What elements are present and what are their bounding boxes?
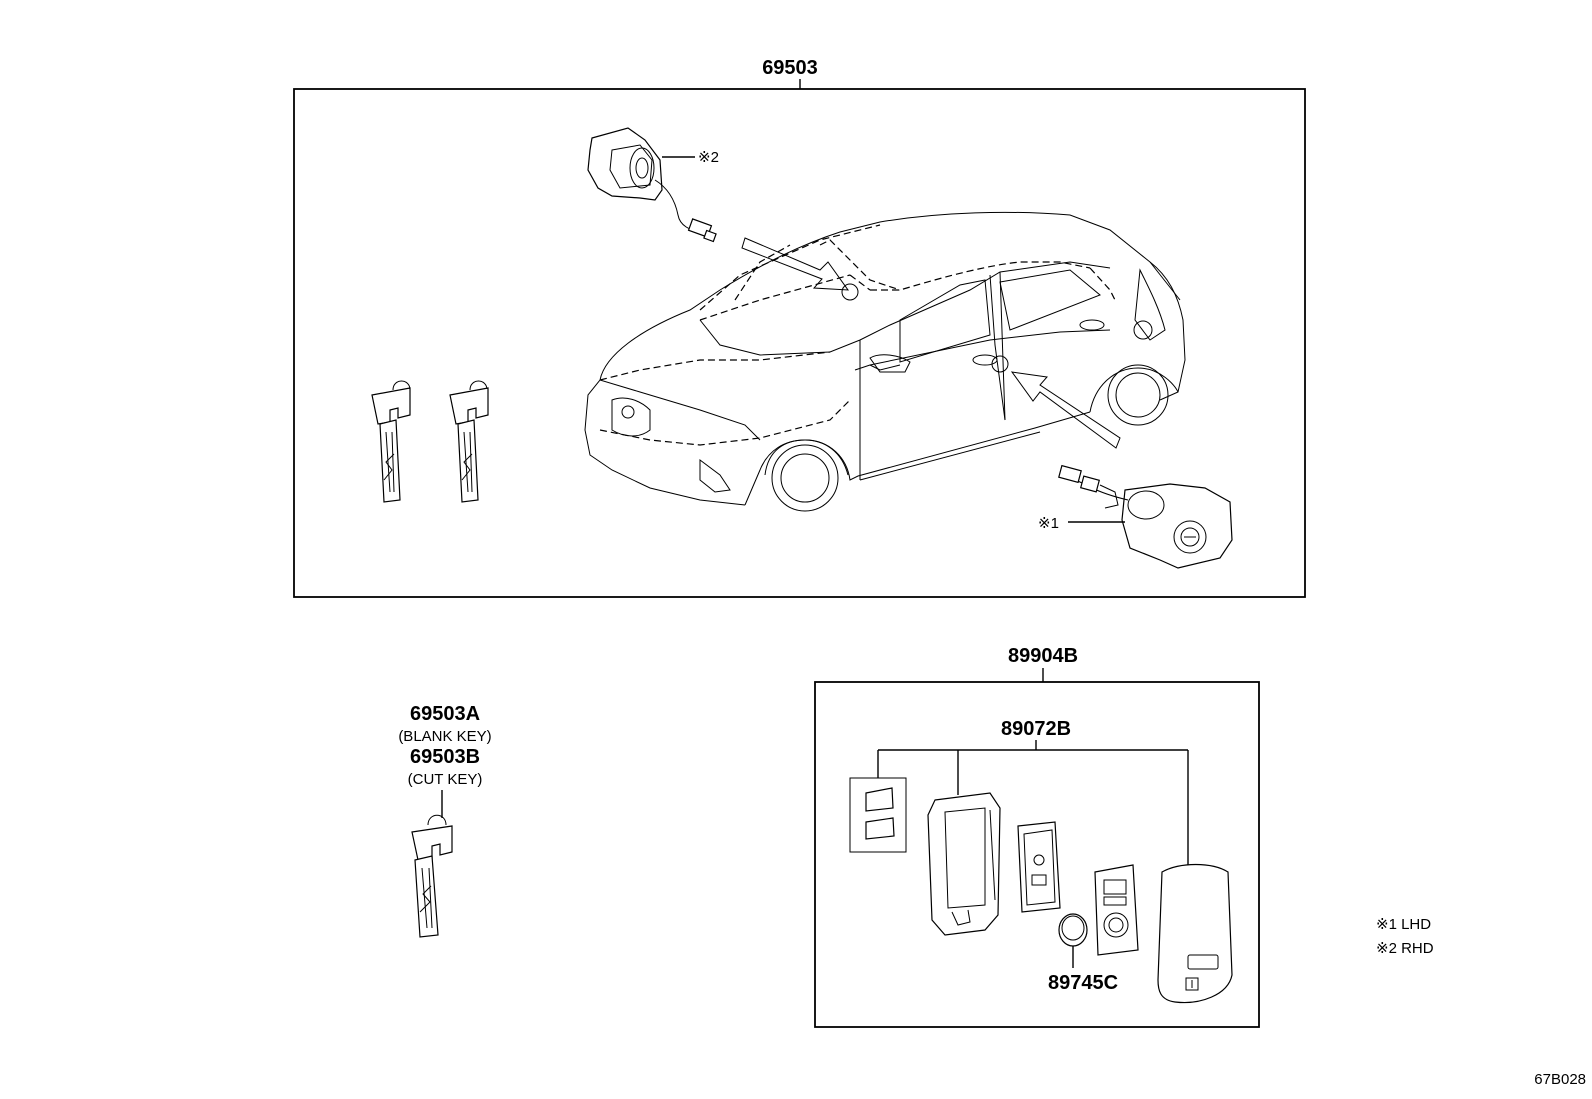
- blank-key-desc: (BLANK KEY): [398, 728, 491, 745]
- transmitter-housing-label[interactable]: 89072B: [1001, 718, 1071, 740]
- key-right[interactable]: [449, 380, 489, 503]
- battery-label[interactable]: 89745C: [1048, 972, 1118, 994]
- lock-set-frame: [293, 88, 1306, 598]
- rhd-mark: ※2: [698, 149, 719, 166]
- lock-set-group: 69503: [293, 57, 1306, 598]
- legend: ※1 LHD ※2 RHD: [1376, 916, 1434, 957]
- rhd-lock-cylinder[interactable]: ※2: [587, 127, 719, 243]
- transmitter-frame: [814, 681, 1260, 1028]
- button-rubber-part[interactable]: [849, 777, 907, 853]
- car-illustration: [584, 211, 1186, 512]
- cut-key-group: 69503A (BLANK KEY) 69503B (CUT KEY): [398, 703, 492, 938]
- key-cut[interactable]: [411, 814, 453, 938]
- transmitter-group: 89904B 89072B: [814, 645, 1260, 1028]
- key-left[interactable]: [371, 380, 411, 503]
- lock-set-label[interactable]: 69503: [762, 57, 818, 79]
- blank-key-part-label[interactable]: 69503A: [410, 703, 480, 725]
- rhd-keyhole-marker: [841, 283, 859, 301]
- cut-key-desc: (CUT KEY): [408, 771, 483, 788]
- lhd-mark: ※1: [1038, 515, 1059, 532]
- lhd-lock-cylinder[interactable]: ※1: [1038, 464, 1233, 569]
- outer-shell[interactable]: [1157, 863, 1233, 1004]
- legend-item-rhd: ※2 RHD: [1376, 940, 1434, 957]
- legend-item-lhd: ※1 LHD: [1376, 916, 1431, 933]
- transmitter-assy-label[interactable]: 89904B: [1008, 645, 1078, 667]
- lhd-keyhole-marker: [991, 355, 1009, 373]
- circuit-board[interactable]: [1017, 821, 1061, 913]
- arrow-to-lhd-keyhole: [1010, 371, 1121, 449]
- arrow-to-rhd-keyhole: [741, 237, 850, 291]
- housing-case[interactable]: [927, 792, 1001, 936]
- inner-cover-plate[interactable]: [1094, 864, 1139, 956]
- cut-key-part-label[interactable]: 69503B: [410, 746, 480, 768]
- battery-cell[interactable]: [1058, 913, 1088, 968]
- diagram-code: 67B028: [1534, 1071, 1586, 1088]
